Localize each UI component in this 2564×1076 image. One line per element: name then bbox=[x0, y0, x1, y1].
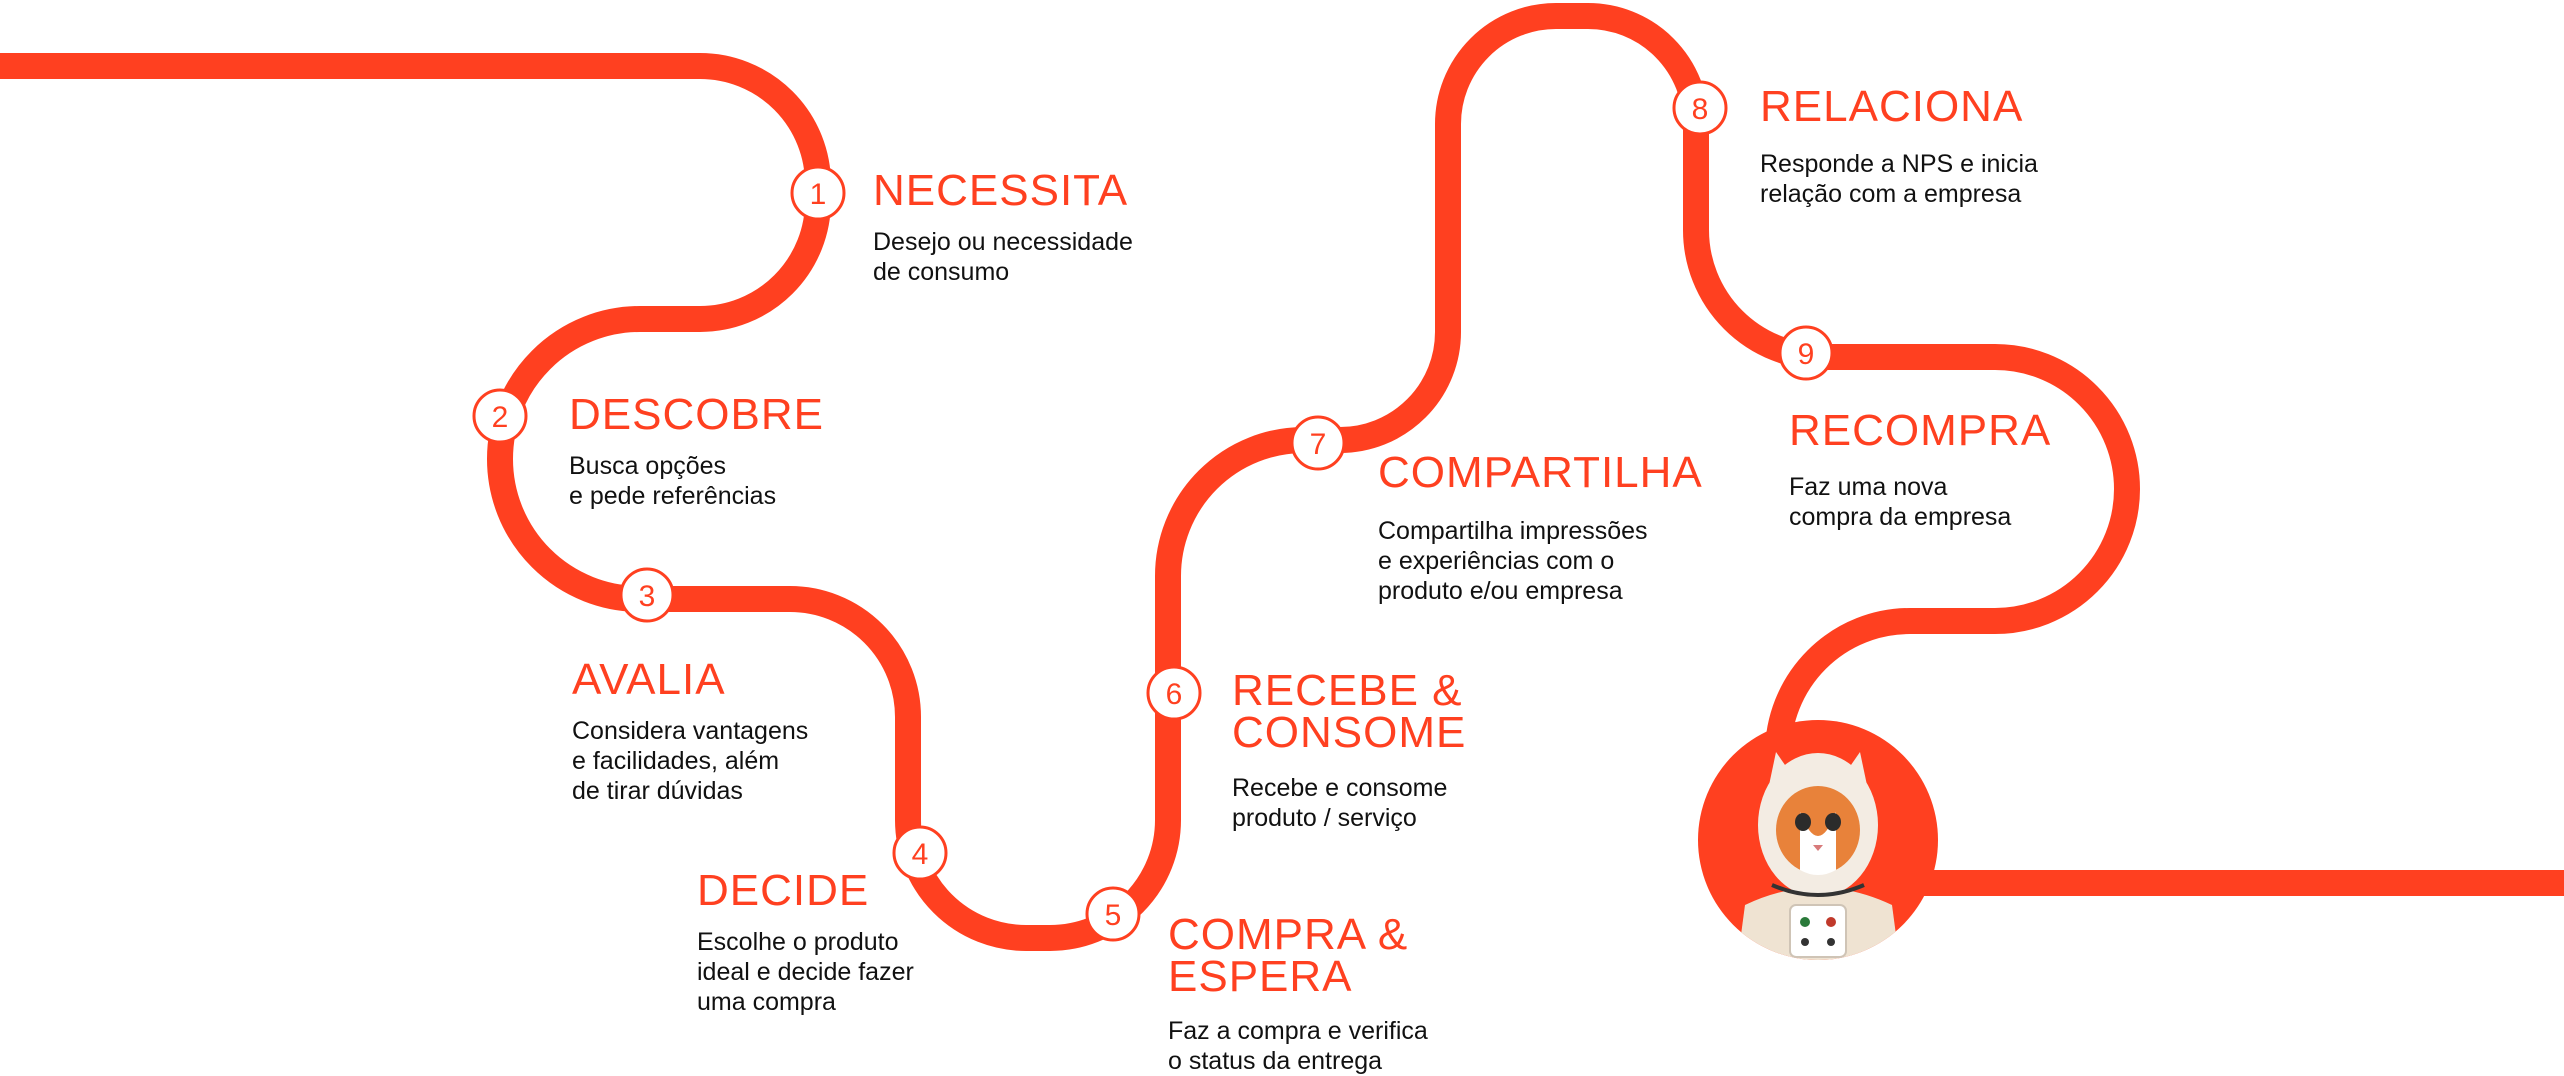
step-number-2: 2 bbox=[492, 401, 509, 434]
step-desc-avalia: Considera vantagens e facilidades, além … bbox=[572, 717, 809, 805]
step-number-8: 8 bbox=[1692, 93, 1709, 126]
step-title-decide: DECIDE bbox=[697, 866, 870, 915]
step-title-relaciona: RELACIONA bbox=[1760, 82, 2024, 131]
step-title-recebe-consome: RECEBE & CONSOME bbox=[1232, 666, 1467, 757]
journey-path bbox=[0, 3, 2140, 951]
step-marker-7: 7 bbox=[1290, 415, 1346, 471]
step-number-5: 5 bbox=[1105, 899, 1122, 932]
step-marker-8: 8 bbox=[1672, 80, 1728, 136]
step-marker-9: 9 bbox=[1778, 325, 1834, 381]
step-number-4: 4 bbox=[912, 838, 929, 871]
step-title-avalia: AVALIA bbox=[572, 655, 726, 704]
step-desc-decide: Escolhe o produto ideal e decide fazer u… bbox=[697, 928, 914, 1016]
step-title-recompra: RECOMPRA bbox=[1789, 406, 2052, 455]
step-desc-relaciona: Responde a NPS e inicia relação com a em… bbox=[1760, 150, 2038, 208]
step-marker-2: 2 bbox=[472, 388, 528, 444]
step-title-necessita: NECESSITA bbox=[873, 166, 1129, 215]
step-number-6: 6 bbox=[1166, 678, 1183, 711]
step-number-7: 7 bbox=[1310, 428, 1327, 461]
mascot-avatar bbox=[1698, 720, 1938, 960]
step-title-descobre: DESCOBRE bbox=[569, 390, 824, 439]
step-marker-6: 6 bbox=[1146, 665, 1202, 721]
step-desc-compartilha: Compartilha impressões e experiências co… bbox=[1378, 517, 1648, 605]
step-desc-necessita: Desejo ou necessidade de consumo bbox=[873, 228, 1133, 286]
step-desc-recompra: Faz uma nova compra da empresa bbox=[1789, 473, 2012, 531]
step-title-compra-espera: COMPRA & ESPERA bbox=[1168, 910, 1409, 1001]
step-number-9: 9 bbox=[1798, 338, 1815, 371]
step-desc-recebe-consome: Recebe e consome produto / serviço bbox=[1232, 774, 1448, 832]
step-marker-1: 1 bbox=[790, 165, 846, 221]
step-marker-5: 5 bbox=[1085, 886, 1141, 942]
step-marker-4: 4 bbox=[892, 825, 948, 881]
step-number-1: 1 bbox=[810, 178, 827, 211]
step-title-compartilha: COMPARTILHA bbox=[1378, 448, 1703, 497]
step-number-3: 3 bbox=[639, 580, 656, 613]
step-desc-descobre: Busca opções e pede referências bbox=[569, 452, 777, 510]
step-marker-3: 3 bbox=[619, 567, 675, 623]
step-desc-compra-espera: Faz a compra e verifica o status da entr… bbox=[1168, 1017, 1428, 1075]
